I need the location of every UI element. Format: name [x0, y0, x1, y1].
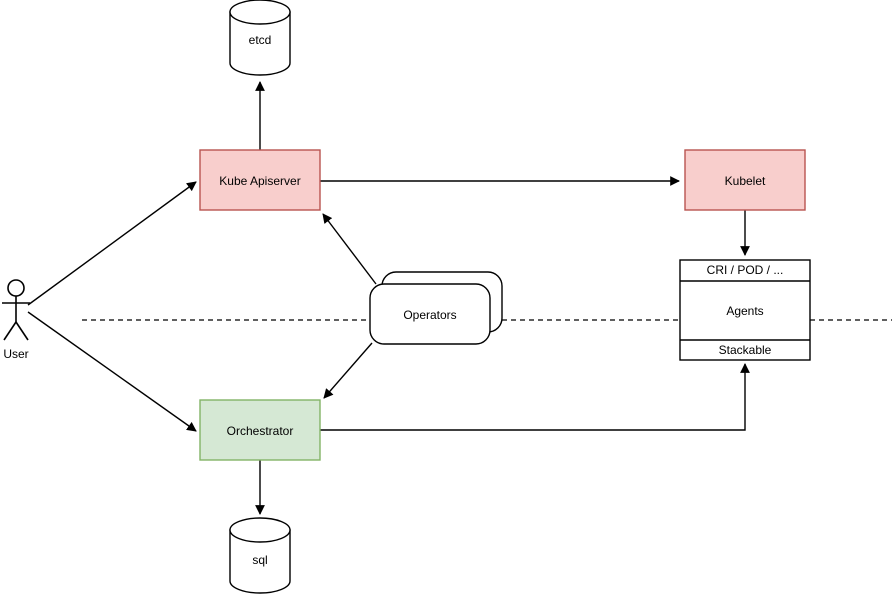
node-operators[interactable] [369, 271, 503, 345]
edge-orchestrator-to-stackable [320, 363, 750, 431]
node-sql[interactable] [229, 517, 291, 594]
sql-cylinder-body [229, 529, 291, 594]
edge-operators-to-apiserver [322, 213, 377, 285]
user-leg-left [3, 321, 17, 341]
node-etcd[interactable] [229, 0, 291, 76]
edge-user-to-apiserver [27, 181, 197, 306]
etcd-cylinder-body [229, 11, 291, 76]
user-head-icon [7, 279, 25, 297]
user-leg-right [15, 321, 29, 341]
sql-cylinder-top [229, 517, 291, 543]
operators-front-card [369, 283, 491, 345]
node-agents[interactable] [679, 259, 811, 361]
node-kubelet[interactable] [684, 149, 806, 211]
node-orchestrator[interactable] [199, 399, 321, 461]
edge-user-to-orchestrator [27, 311, 197, 432]
edge-operators-to-orchestrator [323, 342, 373, 399]
node-kube-apiserver[interactable] [199, 149, 321, 211]
agents-outer-box [679, 259, 811, 361]
etcd-cylinder-top [229, 0, 291, 25]
node-user[interactable] [2, 279, 30, 341]
